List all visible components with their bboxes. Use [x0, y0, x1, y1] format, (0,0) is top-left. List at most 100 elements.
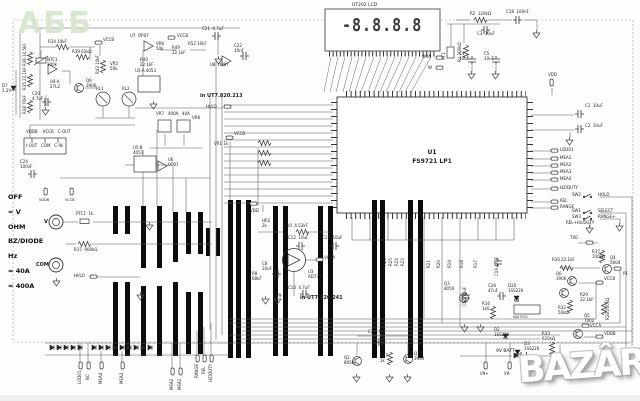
label-vddb-small: VDDB: [39, 198, 50, 202]
label-u4a: U4-A 27L2: [50, 79, 60, 89]
selector-bz-diode: BZ/DIODE: [8, 237, 44, 245]
label-mea1: MEA1: [560, 155, 572, 160]
label-vccb-br: VCCB: [604, 276, 616, 281]
label-u2-part: NJU7931: [513, 315, 529, 319]
label-u5b: U5-B 4053: [133, 145, 144, 155]
label-c19: C19 47uF: [494, 256, 499, 276]
label-vcca-mid: VCCA: [324, 255, 336, 260]
label-c9: C9 470uF: [462, 286, 467, 306]
label-r15: R15 900kΩ: [74, 247, 98, 252]
label-hzduty: HZ/DUTY: [560, 185, 578, 190]
label-d2: D2 1SS226: [494, 327, 510, 337]
label-ptc1: PTC1 1k: [76, 211, 94, 216]
label-vccb-small: VCCB: [65, 198, 75, 202]
selector-off: OFF: [8, 193, 23, 201]
label-r18: R18: [459, 260, 464, 268]
wire-mesh: [15, 19, 633, 368]
label-hilo-mid: HI/LO: [206, 104, 217, 109]
photo-edge-strip: [0, 395, 640, 401]
label-b-range: RANGE: [194, 364, 199, 378]
label-p1: P1: [623, 271, 628, 276]
rotary-switch-bars: [113, 200, 423, 358]
lcd-pin-fan: [323, 56, 432, 93]
label-v9p: V9+: [480, 371, 489, 376]
label-hilo-left: HI/LO: [74, 273, 85, 278]
label-q3: Q3 8050: [444, 281, 455, 291]
label-range: RANGE: [560, 204, 574, 209]
input-jacks: [48, 214, 64, 273]
label-vdd: VDD: [548, 72, 557, 77]
note-ut241: in UT7.820.241: [300, 295, 343, 301]
label-vccb-m2: VCCB: [234, 131, 246, 136]
label-r20: R20: [436, 260, 441, 268]
label-r21: R21: [426, 260, 431, 268]
label-b-mea4: MEA4: [98, 372, 103, 384]
label-c18: C18 100nF: [506, 9, 529, 14]
label-v9n: V9-: [504, 371, 511, 376]
label-q9: Q9 3906: [86, 78, 97, 88]
label-rl1: RL1: [96, 86, 104, 91]
label-vr5: VR5 50k: [110, 61, 119, 71]
switch-symbols: [582, 193, 593, 221]
label-u5a: U5-A 4053: [135, 68, 157, 73]
label-rel: REL: [560, 198, 568, 203]
label-sw2: SW2: [572, 192, 582, 197]
watermark-abb: АББ: [18, 6, 93, 41]
label-c12: C12 10uF: [288, 235, 309, 240]
label-q6: Q6 3906: [556, 271, 567, 281]
label-b-mea3: MEA3: [119, 372, 124, 384]
label-q4: Q4 5604: [610, 255, 621, 265]
label-u3: U3 AD737: [308, 269, 322, 279]
label-lod01: LOD01: [560, 147, 574, 152]
label-r28: R28 200kΩ: [605, 297, 610, 320]
label-40a: 40A: [182, 111, 190, 116]
label-vr6: VR6 50k: [156, 41, 165, 51]
selector-v: ≂ V: [8, 208, 21, 216]
label-400a: 400A: [168, 111, 179, 116]
label-hold: HOLD: [598, 192, 610, 197]
selector-hz: Hz: [8, 252, 18, 260]
label-rangep: RANGE+: [598, 214, 616, 219]
label-b-hz: HZ/DUTY: [208, 364, 213, 382]
label-select: SELECT: [598, 208, 614, 213]
label-q10: Q10 3904: [414, 351, 425, 361]
label-u8: U8 OP07: [210, 62, 229, 67]
label-r35: R35 22.1kF: [22, 67, 27, 90]
label-mea3: MEA3: [560, 169, 572, 174]
label-r2: R2 120kΩ: [470, 11, 491, 16]
label-9v-batt: 9V BATT: [496, 349, 515, 354]
label-r52: R52 10kF: [188, 41, 207, 46]
label-u6: U6 OP07: [168, 157, 179, 167]
label-vccb-tl: VCCB: [103, 37, 115, 42]
label-u2: U2: [514, 298, 520, 303]
label-c21: C21 4.7uF: [202, 26, 224, 31]
label-b-nc: NC: [85, 374, 90, 380]
label-b-rel: REL: [201, 366, 206, 374]
main-ic-label: U1 FS9721 LP1: [412, 149, 452, 165]
selector-40a: ≂ 40A: [8, 267, 30, 275]
label-r40: R40 22.1kF: [140, 57, 154, 67]
label-vr8: VR8: [192, 115, 201, 120]
label-c8: C8 10uF: [262, 261, 272, 271]
label-c2: C2 10uF: [585, 123, 603, 128]
label-d20: D20 1SS226: [508, 283, 524, 293]
label-c1: C1 10uF: [585, 103, 603, 108]
label-xt1: XT1: [441, 52, 446, 60]
label-r30: R30 22.1kF: [552, 257, 575, 262]
label-mea2: MEA2: [560, 162, 572, 167]
label-c28: C28 47uF: [488, 283, 498, 293]
component-boxes: [23, 46, 541, 315]
label-c10: C10 4.7uF: [288, 285, 310, 290]
label-r43: R43 10kF: [95, 55, 100, 74]
label-r27: R27 1k: [380, 353, 388, 363]
label-conn-bot: I-OUT COM C-IN: [26, 143, 63, 148]
label-r32: R32 50kΩ: [558, 305, 569, 315]
label-c24: C24 100nF: [20, 159, 33, 169]
label-c23: C23 1uF: [368, 329, 386, 334]
label-relhz: REL+Hz/DUTY: [566, 220, 595, 225]
label-sw1: SW1: [572, 208, 582, 213]
label-c4: C4 10uF: [459, 51, 469, 61]
label-r29: R29 22.1kF: [580, 292, 594, 302]
label-u7: U7 OP07: [130, 33, 149, 38]
label-hr2: HR2 2k: [262, 218, 271, 228]
